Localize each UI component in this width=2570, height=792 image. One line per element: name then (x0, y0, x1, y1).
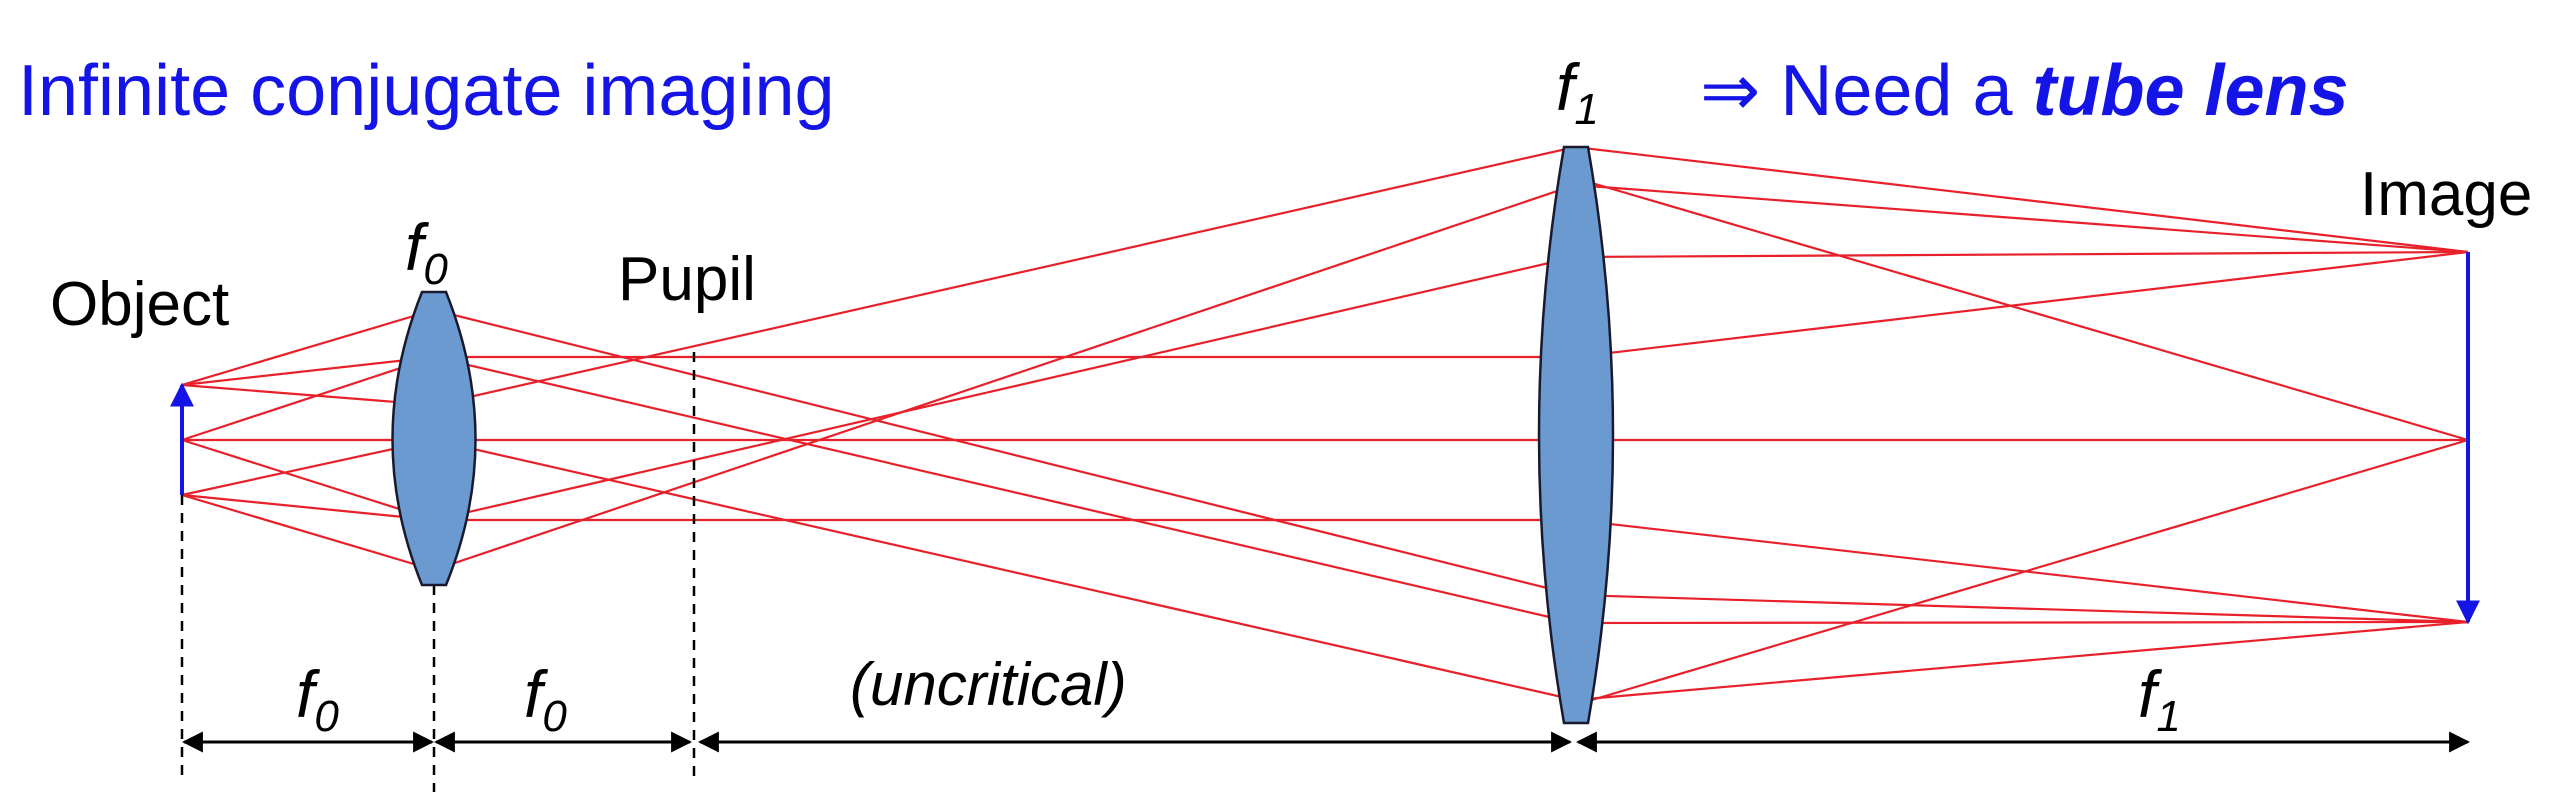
tube-lens-note-prefix: ⇒ Need a (1700, 51, 2033, 131)
dimension-label-f1: f1 (2138, 657, 2181, 741)
object-label: Object (50, 270, 229, 339)
light-ray (181, 308, 2469, 624)
diagram-title: Infinite conjugate imaging (18, 51, 835, 131)
tube-lens-emphasis: tube lens (2033, 51, 2349, 131)
light-ray (181, 145, 2469, 407)
tube-lens-note: ⇒ Need a tube lens (1700, 51, 2349, 131)
dimension-label-f0-second: f0 (524, 657, 567, 741)
tube-focal-label: f1 (1556, 50, 1599, 134)
light-ray (181, 438, 2469, 702)
light-ray (181, 493, 2469, 624)
light-ray (1574, 438, 2469, 707)
objective-lens (391, 290, 477, 587)
uncritical-label: (uncritical) (850, 651, 1127, 718)
light-ray (1574, 176, 2469, 442)
light-ray (181, 250, 2469, 387)
tube-lens (1537, 145, 1615, 725)
light-ray (181, 250, 2469, 522)
objective-focal-label: f0 (405, 210, 448, 294)
image-label: Image (2360, 160, 2532, 229)
pupil-label: Pupil (618, 245, 756, 314)
light-ray (181, 183, 2469, 572)
ray-bundle (181, 145, 2469, 707)
light-ray (181, 355, 2469, 625)
dimension-label-f0-first: f0 (296, 657, 339, 741)
